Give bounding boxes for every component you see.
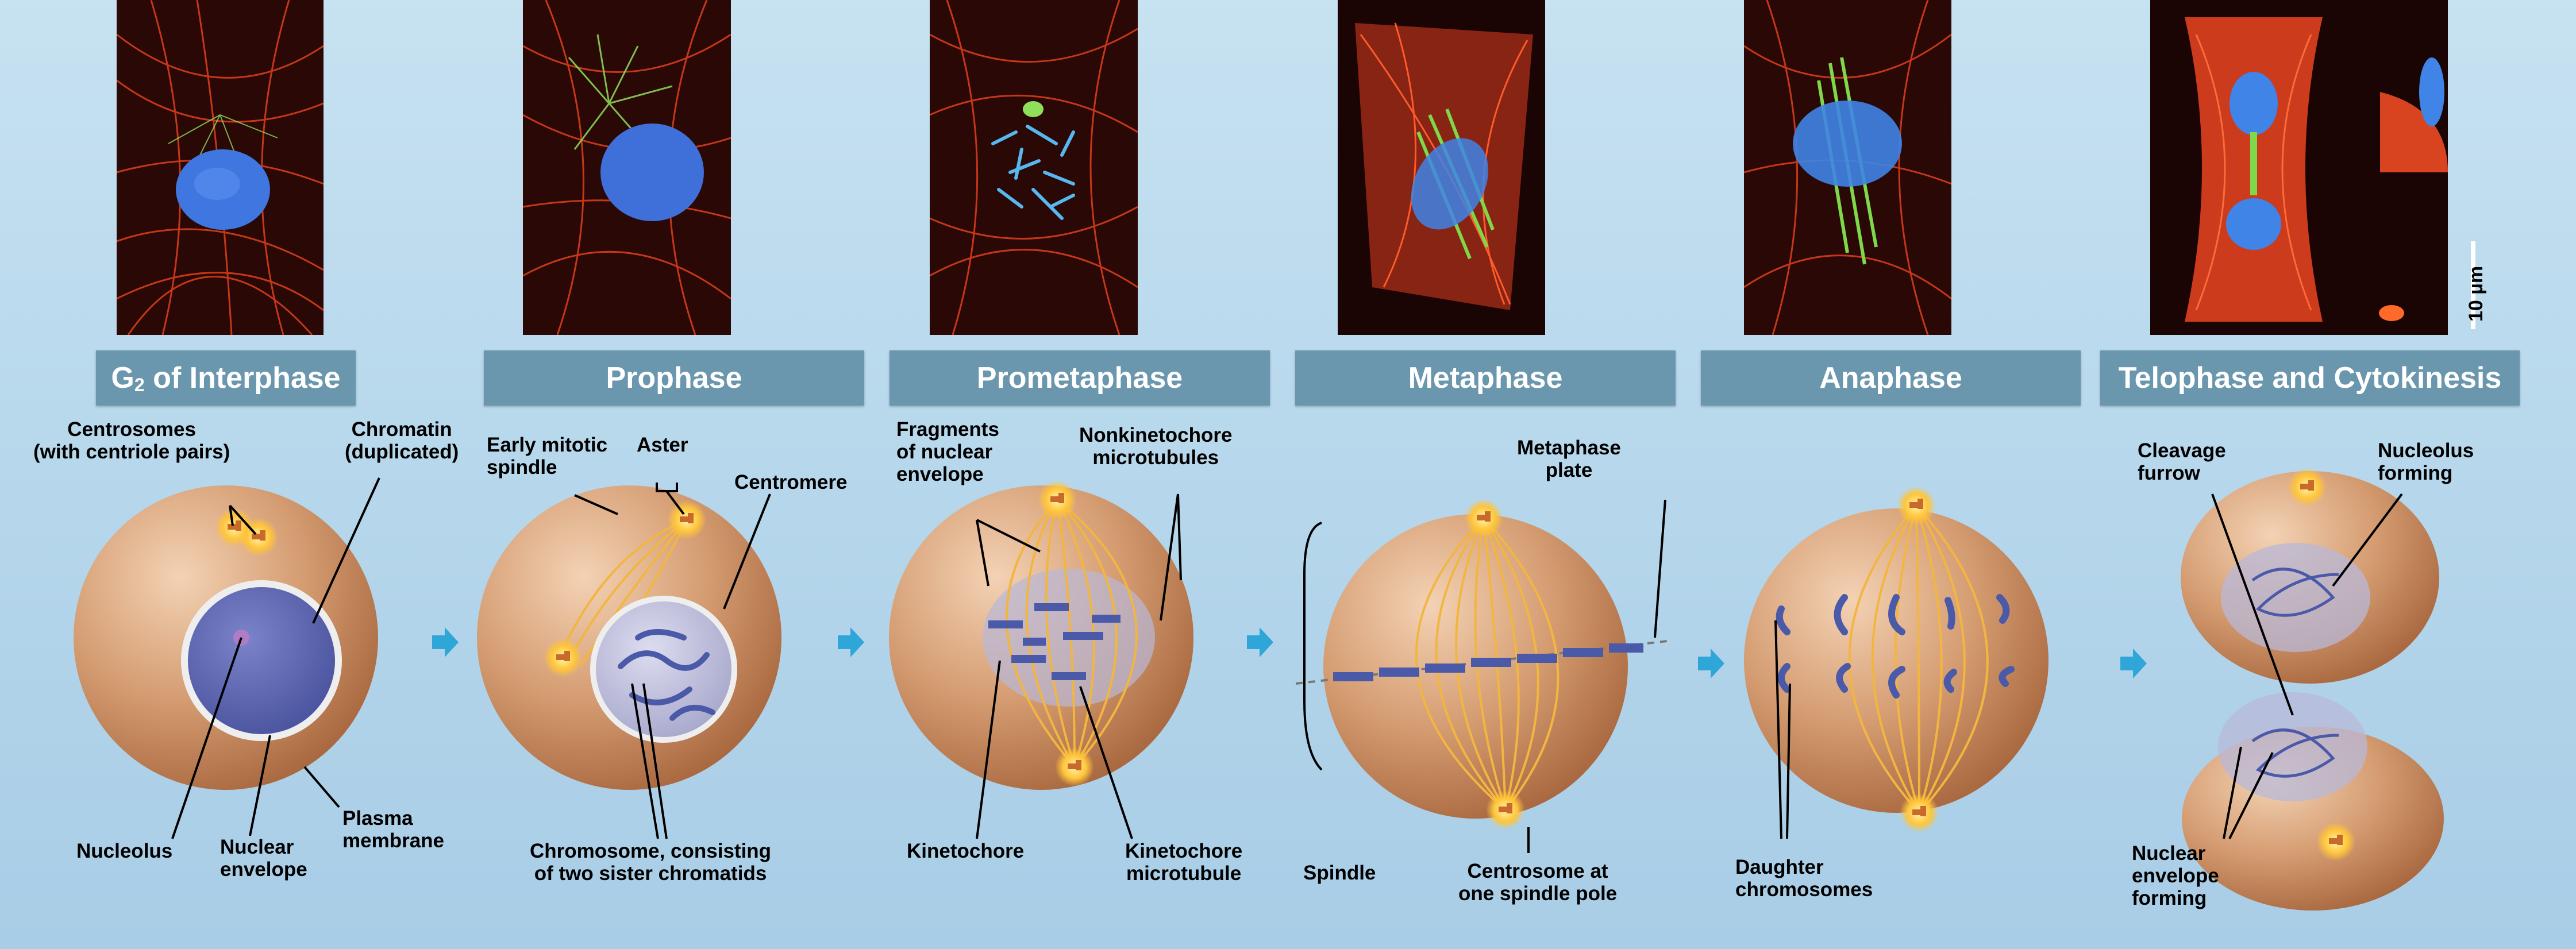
label-centromere: Centromere xyxy=(734,471,847,493)
arrow-icon xyxy=(1698,649,1724,678)
cell-metaphase xyxy=(1296,499,1672,830)
cell-anaphase xyxy=(1744,486,2049,832)
arrow-icon xyxy=(838,627,864,657)
label-kinetochore: Kinetochore xyxy=(907,840,1024,862)
arrow-icon xyxy=(1247,627,1273,657)
label-centrosomes: Centrosomes(with centriole pairs) xyxy=(33,418,230,463)
label-nucleolus: Nucleolus xyxy=(76,840,172,862)
arrow-icon xyxy=(432,627,459,657)
cell-prophase xyxy=(477,485,781,790)
label-spindle: Spindle xyxy=(1303,862,1376,884)
cell-g2-interphase xyxy=(74,485,378,790)
cell-telophase xyxy=(2181,468,2444,911)
cell-prometaphase xyxy=(889,480,1193,790)
arrow-icon xyxy=(2120,649,2147,678)
label-aster: Aster xyxy=(637,434,688,456)
label-chromatin: Chromatin(duplicated) xyxy=(345,418,459,463)
